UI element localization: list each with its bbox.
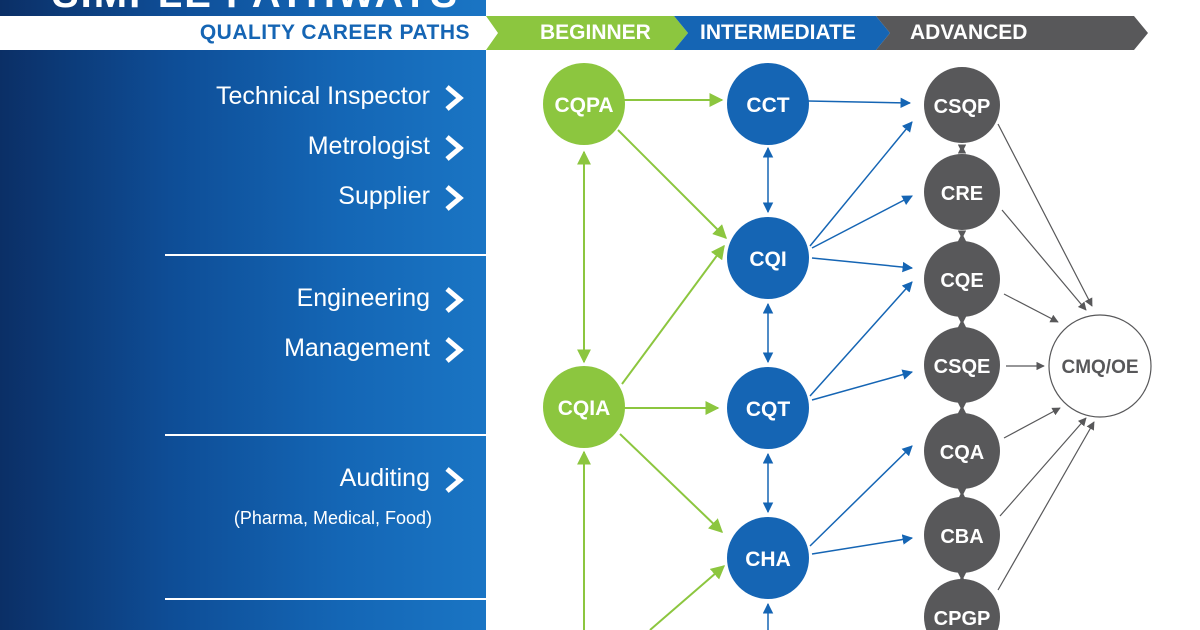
page-title: SIMPLE PATHWAYS	[52, 0, 459, 16]
level-beginner[interactable]: BEGINNER	[540, 21, 651, 44]
node-label: CSQP	[934, 96, 991, 118]
node-label: CBA	[940, 526, 983, 548]
chevron-right-icon	[445, 135, 464, 161]
career-label: Management	[284, 334, 430, 362]
node-label: CQIA	[558, 397, 611, 420]
node-cmqoe[interactable]: CMQ/OE	[1048, 314, 1152, 418]
advanced-connectors	[957, 123, 1095, 591]
career-label: Supplier	[338, 182, 430, 210]
connector-csqp-cmqoe	[997, 123, 1093, 307]
node-label: CMQ/OE	[1061, 357, 1138, 378]
connector-lower-cha	[649, 565, 726, 630]
career-paths-label: QUALITY CAREER PATHS	[199, 21, 470, 44]
career-supplier[interactable]: Supplier	[338, 182, 464, 211]
connector-cha-cba	[811, 534, 914, 555]
node-label: CQI	[749, 248, 786, 271]
beginner-arrow-shape	[486, 16, 688, 50]
chevron-right-icon	[445, 337, 464, 363]
connector-cqa-cmqoe	[1003, 407, 1061, 439]
level-bar: BEGINNER INTERMEDIATE ADVANCED	[486, 16, 1200, 50]
node-label: CHA	[745, 548, 791, 571]
connector-cqt-cqe	[809, 281, 913, 397]
node-cre[interactable]: CRE	[924, 154, 1000, 230]
connector-cqt-csqe	[811, 369, 914, 401]
level-arrows	[486, 16, 1148, 50]
connector-cpgp-cmqoe	[997, 421, 1095, 591]
connector-cqpa-cqi	[617, 129, 727, 239]
node-label: CRE	[941, 183, 983, 205]
node-cqia[interactable]: CQIA	[543, 366, 625, 448]
node-label: CQA	[940, 442, 984, 464]
career-label: Technical Inspector	[215, 82, 430, 110]
intermediate-connectors	[762, 97, 914, 630]
node-csqe[interactable]: CSQE	[924, 327, 1000, 403]
level-advanced[interactable]: ADVANCED	[910, 21, 1028, 44]
intermediate-arrow-shape	[674, 16, 890, 50]
career-engineering[interactable]: Engineering	[296, 284, 464, 313]
chevron-right-icon	[445, 467, 464, 493]
connector-cct-csqp	[807, 97, 912, 109]
page-title-strip: SIMPLE PATHWAYS	[0, 0, 486, 16]
connector-cba-cmqoe	[999, 417, 1087, 517]
certification-diagram: CQPA CQIA CCT CQI CQT CHA CSQP CRE CQE C…	[543, 63, 1152, 630]
node-cct[interactable]: CCT	[727, 63, 809, 145]
career-panel: SIMPLE PATHWAYS Technical Inspector Metr…	[0, 0, 486, 630]
node-label: CSQE	[934, 356, 991, 378]
chevron-right-icon	[445, 287, 464, 313]
node-cpgp[interactable]: CPGP	[924, 579, 1000, 630]
section-divider	[165, 434, 486, 436]
career-technical-inspector[interactable]: Technical Inspector	[215, 82, 464, 111]
node-cqt[interactable]: CQT	[727, 367, 809, 449]
node-cqa[interactable]: CQA	[924, 413, 1000, 489]
node-label: CQT	[746, 398, 791, 421]
section-divider	[165, 598, 486, 600]
node-cqpa[interactable]: CQPA	[543, 63, 625, 145]
node-label: CQE	[940, 270, 983, 292]
career-management[interactable]: Management	[284, 334, 464, 363]
advanced-arrow-shape	[876, 16, 1148, 50]
career-paths-header: QUALITY CAREER PATHS	[0, 16, 486, 50]
career-label: Engineering	[296, 284, 430, 312]
connector-cqi-csqp	[809, 121, 913, 247]
node-label: CCT	[746, 94, 789, 117]
career-auditing-subtitle: (Pharma, Medical, Food)	[233, 508, 432, 528]
connector-cha-cqa	[809, 445, 913, 547]
node-cqe[interactable]: CQE	[924, 241, 1000, 317]
connector-cqia-cha	[619, 433, 724, 533]
connector-cre-cmqoe	[1001, 209, 1087, 311]
connector-cqe-cmqoe	[1003, 293, 1059, 323]
node-label: CPGP	[934, 608, 991, 630]
node-cqi[interactable]: CQI	[727, 217, 809, 299]
career-label: Auditing	[339, 464, 430, 492]
beginner-connectors	[577, 93, 727, 630]
level-intermediate[interactable]: INTERMEDIATE	[700, 21, 856, 44]
node-cba[interactable]: CBA	[924, 497, 1000, 573]
node-label: CQPA	[554, 94, 613, 117]
connector-cqia-cqi	[621, 244, 725, 385]
connector-cqi-cqe	[811, 257, 914, 273]
connector-cqi-cre	[811, 195, 913, 249]
career-auditing[interactable]: Auditing	[339, 464, 464, 493]
career-metrologist[interactable]: Metrologist	[307, 132, 464, 161]
chevron-right-icon	[445, 85, 464, 111]
career-label: Metrologist	[307, 132, 430, 160]
node-csqp[interactable]: CSQP	[924, 67, 1000, 143]
chevron-right-icon	[445, 185, 464, 211]
section-divider	[165, 254, 486, 256]
node-cha[interactable]: CHA	[727, 517, 809, 599]
